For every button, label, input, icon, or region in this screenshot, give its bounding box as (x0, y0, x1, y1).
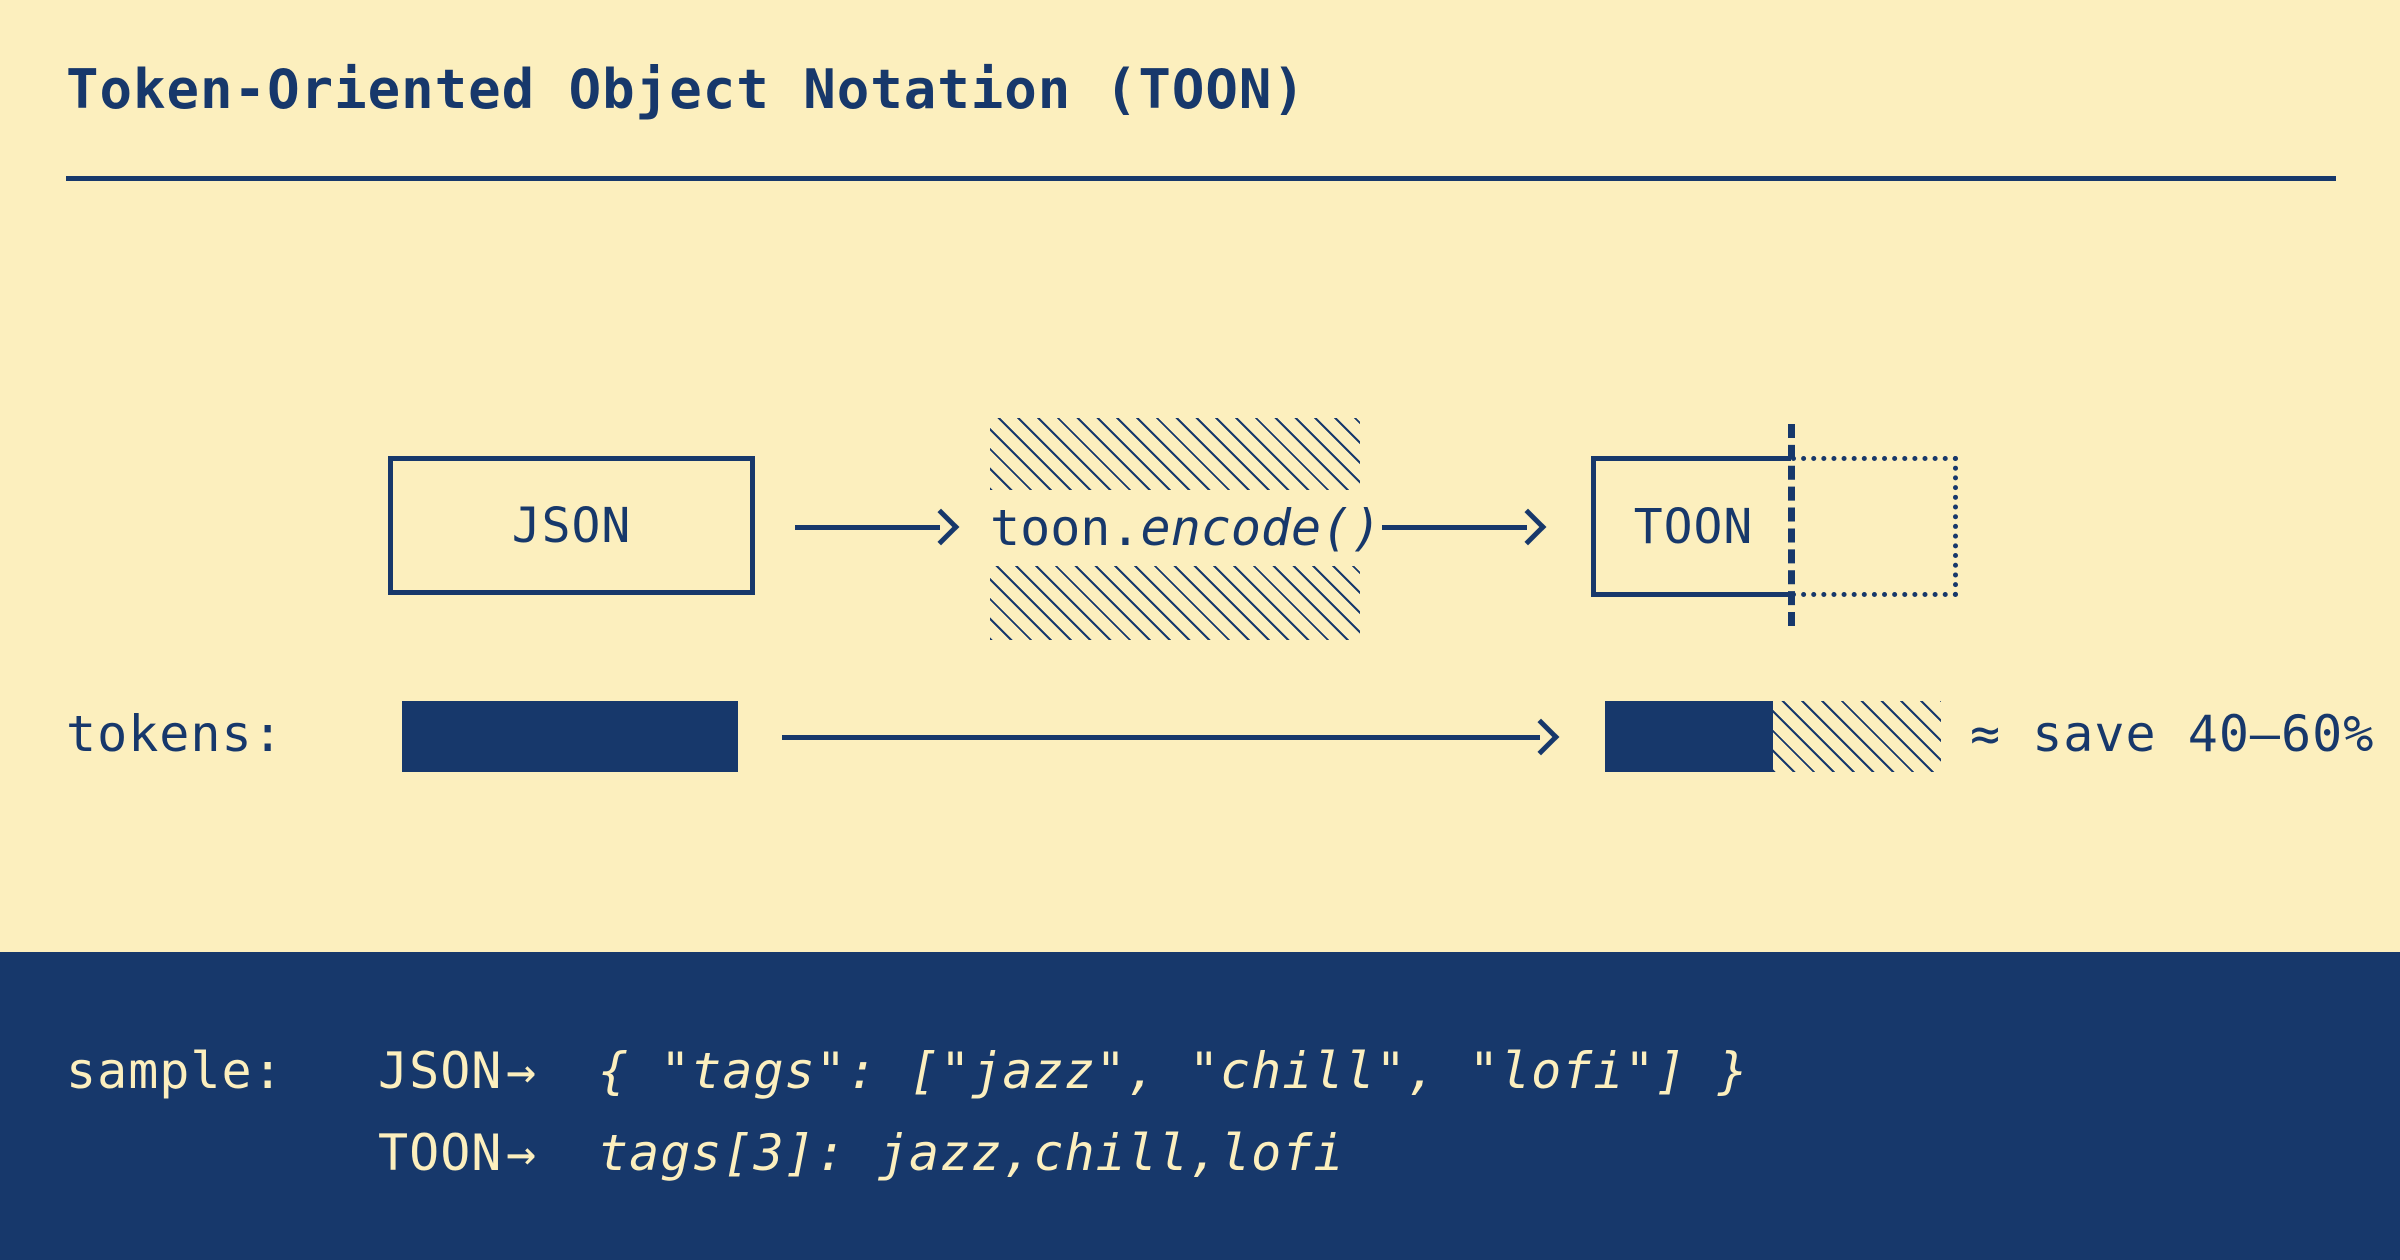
arrow-right-icon (1522, 718, 1560, 756)
tokens-bar-toon-saved (1773, 701, 1941, 772)
hatch-band-top (990, 418, 1360, 490)
toon-target-box-label: TOON (1633, 498, 1754, 555)
flow-arrow-2-line (1382, 525, 1527, 530)
hatch-band-bottom (990, 566, 1360, 640)
encode-prefix-text: toon. (990, 499, 1141, 557)
toon-target-box: TOON (1591, 456, 1791, 597)
arrow-right-icon (1509, 508, 1547, 546)
savings-annotation: ≈ save 40–60% (1970, 705, 2375, 763)
sample-label: sample: (66, 1042, 284, 1100)
json-source-box: JSON (388, 456, 755, 595)
footer-band (0, 952, 2400, 1260)
sample-row-toon: TOON→ tags[3]: jazz,chill,lofi (378, 1124, 1344, 1182)
toon-box-divider (1788, 424, 1795, 626)
sample-row-json-format: JSON (378, 1042, 503, 1100)
encode-transform-group: toon.encode() (990, 418, 1381, 640)
sample-row-toon-format: TOON (378, 1124, 503, 1182)
sample-row-json-arrow: → (506, 1042, 538, 1100)
json-source-box-label: JSON (511, 497, 632, 554)
encode-call-text: encode() (1140, 499, 1382, 557)
flow-arrow-1-line (795, 525, 940, 530)
tokens-row-label: tokens: (66, 705, 284, 763)
tokens-arrow-line (782, 735, 1540, 740)
tokens-bar-json (402, 701, 738, 772)
encode-transform-label: toon.encode() (990, 490, 1381, 566)
sample-row-json-code: { "tags": ["jazz", "chill", "lofi"] } (598, 1042, 1749, 1100)
arrow-right-icon (922, 508, 960, 546)
tokens-bar-toon-used (1605, 701, 1773, 772)
header-divider (66, 176, 2336, 181)
sample-row-toon-code: tags[3]: jazz,chill,lofi (598, 1124, 1345, 1182)
sample-row-toon-arrow: → (506, 1124, 538, 1182)
toon-savings-outline (1791, 456, 1958, 597)
sample-row-json: JSON→ { "tags": ["jazz", "chill", "lofi"]… (378, 1042, 1749, 1100)
page-title: Token-Oriented Object Notation (TOON) (66, 58, 1306, 121)
